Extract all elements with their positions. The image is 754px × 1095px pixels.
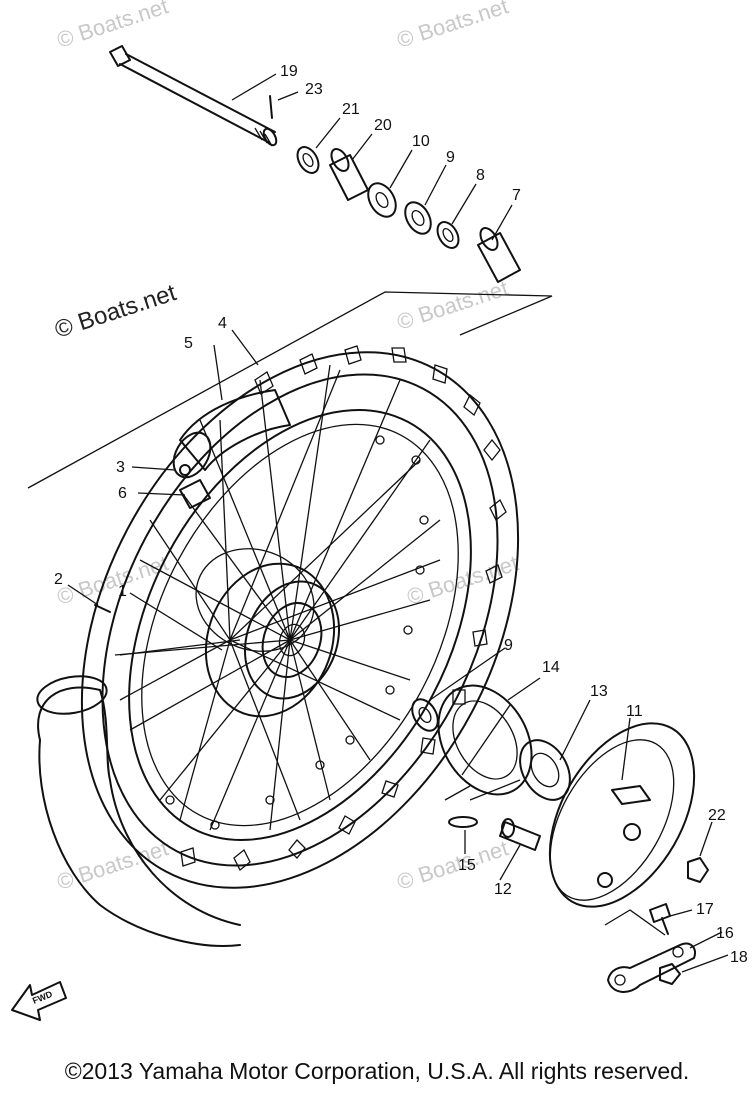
part-label-14: 14 <box>542 659 560 676</box>
part-label-20: 20 <box>374 117 392 134</box>
part-label-3: 3 <box>116 459 125 476</box>
part-label-12: 12 <box>494 881 512 898</box>
part-labels: 19 23 21 20 10 9 8 7 4 5 3 6 2 1 9 14 13… <box>54 63 748 966</box>
part-label-22: 22 <box>708 807 726 824</box>
part-label-11: 11 <box>626 703 643 720</box>
part-label-18: 18 <box>730 949 748 966</box>
part-label-8: 8 <box>476 167 485 184</box>
fwd-label: FWD <box>31 989 54 1006</box>
part-label-1: 1 <box>118 583 127 600</box>
part-label-17: 17 <box>696 901 714 918</box>
part-label-7: 7 <box>512 187 521 204</box>
part-label-9-upper: 9 <box>446 149 455 166</box>
leader-lines <box>67 73 729 973</box>
fwd-arrow-icon: FWD <box>11 981 67 1021</box>
watermark-prominent: © Boats.net <box>52 279 180 344</box>
part-label-16: 16 <box>716 925 734 942</box>
watermark: © Boats.net <box>394 275 511 334</box>
watermark-layer: © Boats.net © Boats.net © Boats.net © Bo… <box>52 0 522 895</box>
axle-assembly <box>27 45 553 489</box>
part-label-19: 19 <box>280 63 298 80</box>
part-label-23: 23 <box>305 81 323 98</box>
part-label-2: 2 <box>54 571 63 588</box>
part-label-4: 4 <box>218 315 227 332</box>
part-label-5: 5 <box>184 335 193 352</box>
part-label-21: 21 <box>342 101 360 118</box>
brake-assembly <box>411 684 709 993</box>
part-label-15: 15 <box>458 857 476 874</box>
copyright-notice: ©2013 Yamaha Motor Corporation, U.S.A. A… <box>64 1058 690 1084</box>
watermark: © Boats.net <box>404 550 521 609</box>
part-label-10: 10 <box>412 133 430 150</box>
part-label-13: 13 <box>590 683 608 700</box>
watermark: © Boats.net <box>54 0 171 53</box>
part-label-6: 6 <box>118 485 127 502</box>
wheel-assembly <box>36 345 520 947</box>
watermark: © Boats.net <box>394 0 511 53</box>
part-label-9-lower: 9 <box>504 637 513 654</box>
